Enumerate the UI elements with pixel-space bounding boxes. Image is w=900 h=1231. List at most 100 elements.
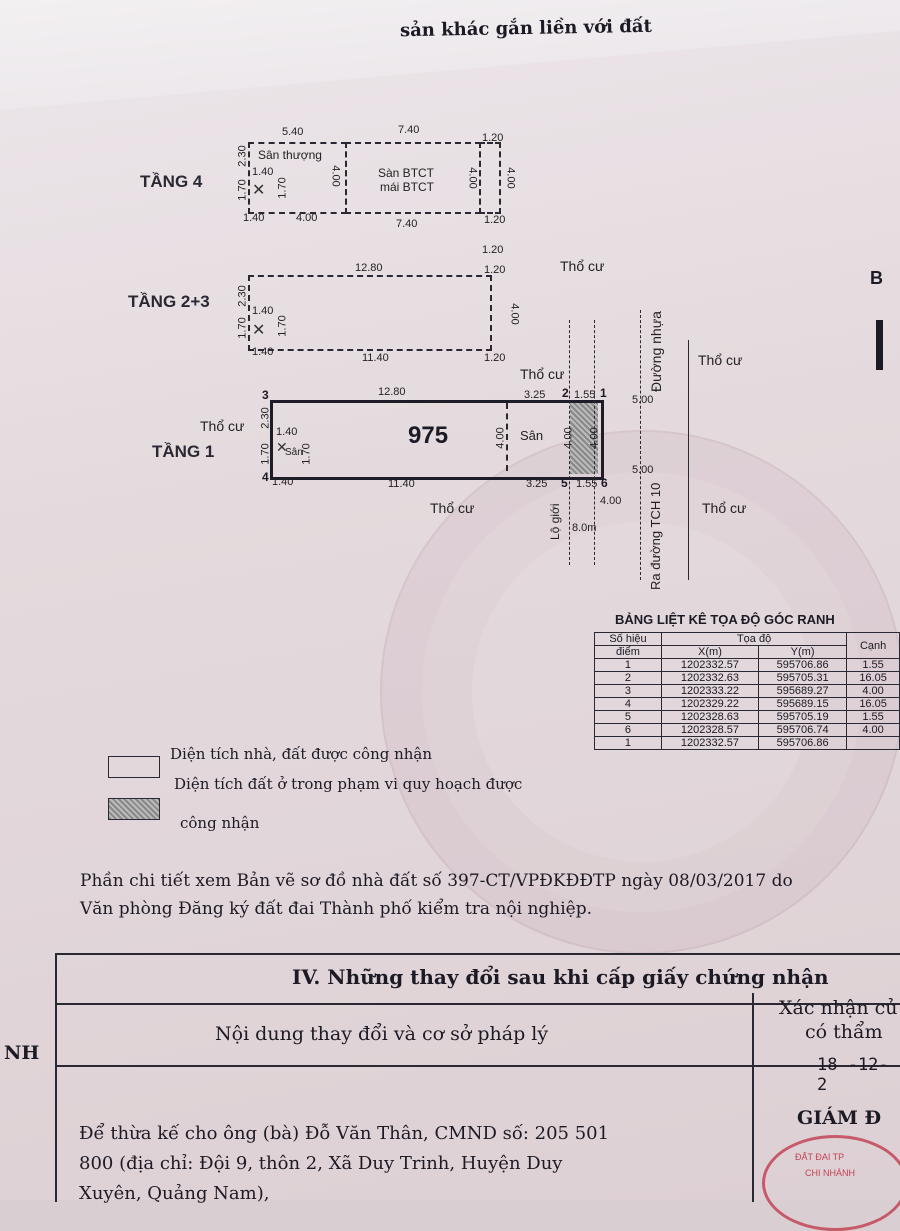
coord-cell-y: 595689.15 bbox=[757, 697, 848, 711]
label-lo-gioi: Lộ giới bbox=[548, 503, 562, 540]
coord-cell-y: 595706.86 bbox=[757, 736, 848, 750]
label-tho-cu-4: Thổ cư bbox=[200, 418, 245, 434]
coord-cell-x: 1202332.57 bbox=[660, 658, 759, 672]
section-iv-body-3: Xuyên, Quảng Nam), bbox=[79, 1183, 270, 1204]
dim-2: 1.70 bbox=[300, 443, 313, 465]
corner-point-6: 6 bbox=[601, 476, 608, 490]
header-so-hieu: Số hiệu bbox=[594, 632, 662, 646]
section-iv-giam-doc: GIÁM Đ bbox=[797, 1107, 882, 1129]
coord-cell-y: 595689.27 bbox=[757, 684, 848, 698]
legend-label-planning-1: Diện tích đất ở trong phạm vi quy hoạch … bbox=[174, 775, 523, 793]
planning-area-hatch bbox=[570, 403, 598, 474]
stamp-text-2: CHI NHÁNH bbox=[805, 1168, 856, 1178]
dim-bottom-1: 1.40 bbox=[272, 476, 294, 488]
dim-top-r2: 1.20 bbox=[484, 264, 506, 276]
margin-mark bbox=[876, 320, 883, 370]
coord-cell-x: 1202333.22 bbox=[660, 684, 759, 698]
corner-point-3: 3 bbox=[262, 388, 269, 402]
coord-cell-c bbox=[846, 736, 900, 750]
dim-left-1: 2.30 bbox=[236, 145, 249, 167]
coord-cell-y: 595705.31 bbox=[757, 671, 848, 685]
coord-cell-p: 6 bbox=[594, 723, 662, 737]
section-iv-col-right-2: có thẩm bbox=[805, 1021, 883, 1043]
dim-bottom-4: 1.20 bbox=[484, 214, 506, 226]
floor-label: TẦNG 1 bbox=[152, 442, 215, 461]
corner-point-4: 4 bbox=[262, 470, 269, 484]
dim-left-1: 2.30 bbox=[236, 285, 249, 307]
dim-bottom-2: 11.40 bbox=[362, 352, 389, 364]
dim-top-3: 1.20 bbox=[482, 132, 504, 144]
coord-cell-x: 1202332.63 bbox=[660, 671, 759, 685]
dim-bottom-2: 4.00 bbox=[296, 212, 318, 224]
section-iv-title: IV. Những thay đổi sau khi cấp giấy chứn… bbox=[292, 965, 829, 989]
legend-label-recognized: Diện tích nhà, đất được công nhận bbox=[170, 745, 433, 763]
roof-label: mái BTCT bbox=[380, 180, 434, 194]
dim-1: 1.40 bbox=[276, 426, 298, 438]
dim-yard: 4.00 bbox=[494, 427, 507, 449]
corner-point-2: 2 bbox=[562, 386, 569, 400]
dim-road-bottom: 5.00 bbox=[632, 464, 654, 476]
coord-cell-c: 4.00 bbox=[846, 723, 900, 737]
coord-cell-y: 595705.19 bbox=[757, 710, 848, 724]
dim-1: 1.40 bbox=[252, 305, 274, 317]
stair-cross-icon: ✕ bbox=[252, 320, 266, 339]
dim-bottom-1: 1.40 bbox=[252, 346, 274, 358]
dim-top-3: 1.55 bbox=[574, 389, 596, 401]
dim-top-r1: 1.20 bbox=[482, 244, 504, 256]
label-tho-cu-1: Thổ cư bbox=[560, 258, 605, 274]
label-tho-cu-6: Thổ cư bbox=[702, 500, 747, 516]
coord-cell-x: 1202328.57 bbox=[660, 723, 759, 737]
section-iv-col-row bbox=[57, 1005, 900, 1067]
parcel-number: 975 bbox=[408, 422, 449, 449]
stair-cross-icon: ✕ bbox=[252, 180, 266, 199]
floor-label: TẦNG 2+3 bbox=[128, 292, 210, 311]
note-line-1: Phần chi tiết xem Bản vẽ sơ đồ nhà đất s… bbox=[80, 871, 793, 891]
parcel-outline bbox=[270, 400, 604, 480]
label-duong-nhua: Đường nhựa bbox=[648, 311, 664, 392]
red-stamp: ĐẤT ĐAI TP CHI NHÁNH bbox=[762, 1135, 900, 1231]
stair-cross-icon: ✕ bbox=[276, 440, 288, 456]
legend-swatch-planning bbox=[108, 798, 160, 820]
floor-outline bbox=[248, 275, 492, 351]
dim-2: 1.70 bbox=[276, 315, 289, 337]
dim-bottom-3: 7.40 bbox=[396, 218, 418, 230]
coord-cell-c: 1.55 bbox=[846, 658, 900, 672]
dim-bottom-3: 1.20 bbox=[484, 352, 506, 364]
coord-cell-p: 5 bbox=[594, 710, 662, 724]
road-edge-right bbox=[688, 340, 689, 580]
coord-cell-c: 1.55 bbox=[846, 710, 900, 724]
slab-label: Sàn BTCT bbox=[378, 166, 435, 180]
section-iv-body-1: Để thừa kế cho ông (bà) Đỗ Văn Thân, CMN… bbox=[79, 1123, 610, 1144]
road-edge-left bbox=[640, 310, 641, 580]
coord-cell-p: 2 bbox=[594, 671, 662, 685]
legend-label-planning-2: công nhận bbox=[180, 814, 260, 832]
dim-1: 1.40 bbox=[252, 166, 274, 178]
dim-road-top: 5.00 bbox=[632, 394, 654, 406]
terrace-label: Sân thượng bbox=[258, 148, 322, 162]
header-x: X(m) bbox=[660, 645, 759, 659]
header-canh: Cạnh bbox=[846, 632, 900, 659]
header-diem: điểm bbox=[594, 645, 662, 659]
dim-top-2: 3.25 bbox=[524, 389, 546, 401]
label-ra-duong: Ra đường TCH 10 bbox=[648, 482, 663, 590]
dim-4: 4.00 bbox=[466, 167, 479, 189]
section-iv-body-2: 800 (địa chỉ: Đội 9, thôn 2, Xã Duy Trin… bbox=[79, 1153, 563, 1174]
label-tho-cu-2: Thổ cư bbox=[698, 352, 743, 368]
dim-5: 4.00 bbox=[504, 167, 517, 189]
side-letter: B bbox=[870, 268, 883, 288]
coord-cell-c: 16.05 bbox=[846, 671, 900, 685]
coord-cell-p: 1 bbox=[594, 736, 662, 750]
dim-bottom-1: 1.40 bbox=[243, 212, 265, 224]
coord-cell-p: 4 bbox=[594, 697, 662, 711]
stamp-text-1: ĐẤT ĐAI TP bbox=[795, 1152, 845, 1162]
coord-cell-c: 4.00 bbox=[846, 684, 900, 698]
coord-cell-c: 16.05 bbox=[846, 697, 900, 711]
top-heading: sản khác gắn liền với đất bbox=[399, 15, 652, 42]
